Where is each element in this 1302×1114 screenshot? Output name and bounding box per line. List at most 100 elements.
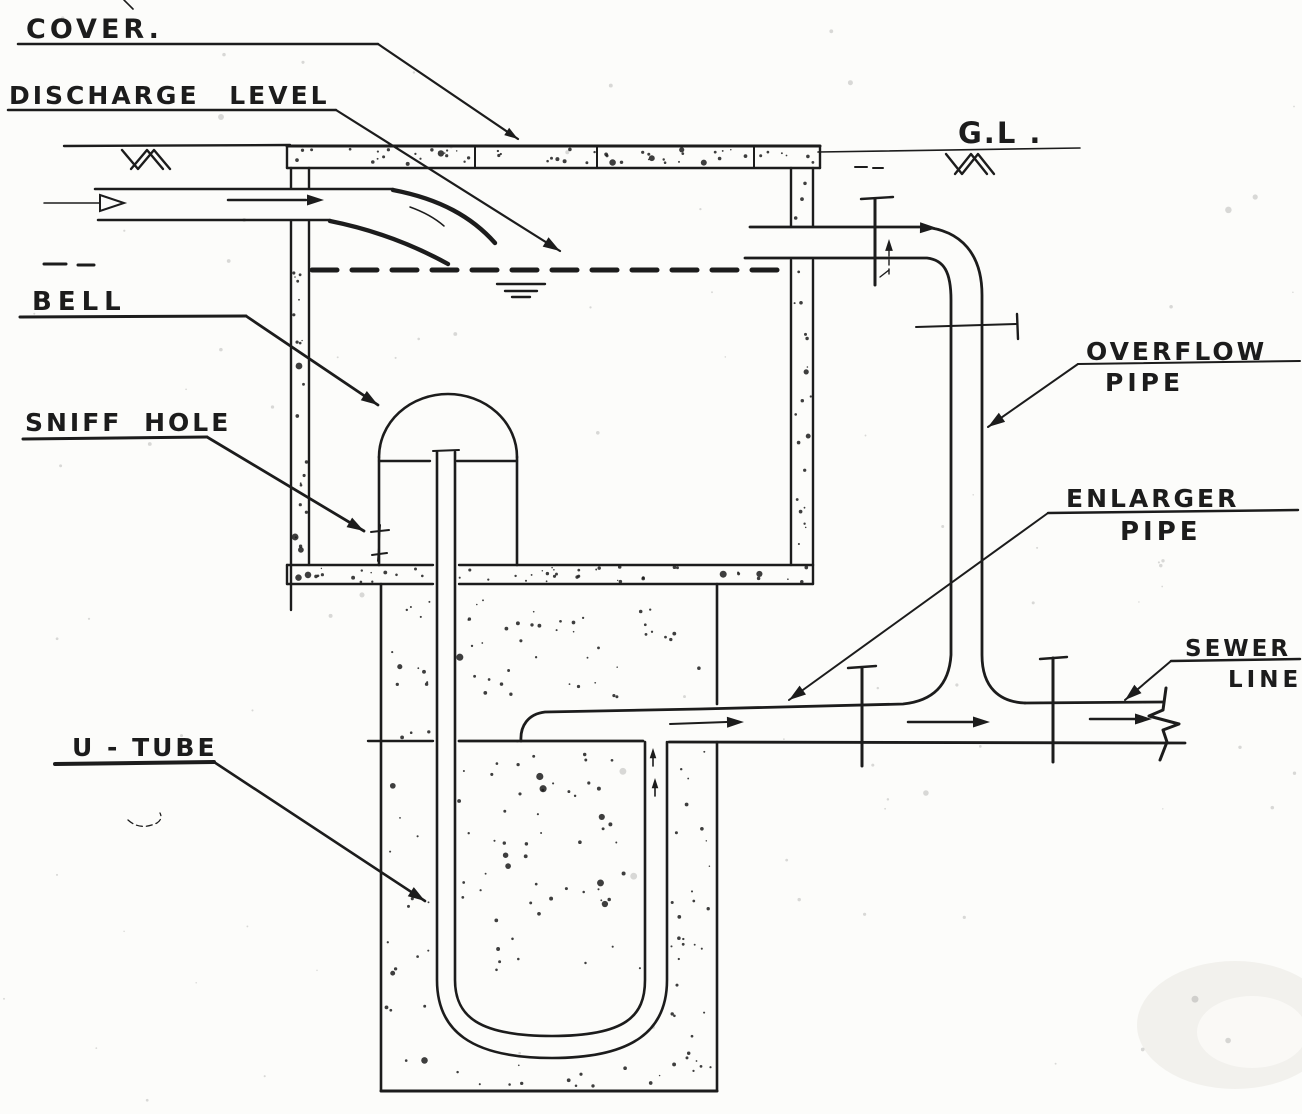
stipple-dot [426, 681, 429, 684]
stipple-dot [595, 568, 598, 571]
stipple-dot [686, 1051, 691, 1055]
stipple-dot [641, 150, 645, 154]
u-tube-flow-arrow-head-2 [651, 778, 659, 789]
overflow-joint-tick-cap [859, 195, 895, 201]
sniff-hole-leader [205, 435, 366, 533]
stipple-dot [246, 925, 249, 928]
stipple-dot [1191, 995, 1199, 1003]
stipple-dot [1292, 291, 1294, 293]
bell-label: BELL [32, 287, 127, 317]
discharge-level-arrowhead [542, 237, 560, 251]
stipple-dot [515, 621, 520, 626]
sewer-line-arrowhead [1125, 684, 1142, 700]
stipple-dot [270, 405, 275, 409]
stipple-dot [803, 369, 809, 375]
flow-arrow-3-head [1135, 713, 1152, 725]
stipple-dot [545, 571, 550, 576]
stipple-dot [793, 216, 798, 220]
stipple-dot [405, 161, 410, 166]
stipple-dot [391, 651, 394, 654]
stipple-dot [87, 617, 91, 620]
stipple-dot [565, 150, 570, 155]
stipple-dot [552, 782, 555, 785]
stipple-dot [461, 896, 465, 899]
stipple-dot [59, 464, 63, 468]
stipple-dot [582, 752, 587, 757]
stipple-dot [219, 347, 223, 352]
annotations: COVER. DISCHARGE LEVEL BELL SNIFF HOLE [6, 14, 1302, 903]
stipple-dot [499, 682, 504, 686]
stipple-dot [612, 694, 616, 698]
stipple-dot [295, 574, 302, 581]
stipple-dot [467, 617, 472, 621]
stipple-dot [623, 1066, 627, 1071]
sniff-hole-label: SNIFF HOLE [25, 408, 231, 437]
stipple-dot [484, 872, 487, 875]
stipple-dot [55, 637, 59, 641]
sniff-hole-marks [370, 524, 390, 562]
stipple-dot [785, 154, 788, 157]
stipple-dot [360, 569, 363, 572]
stipple-dot [532, 754, 536, 758]
sewer-line-underline [1169, 657, 1302, 663]
stipple-dot [672, 631, 677, 636]
stipple-dot [595, 430, 600, 435]
stipple-dot [672, 565, 677, 570]
stipple-dot [717, 156, 722, 161]
stipple-dot [955, 683, 959, 687]
stipple-dot [445, 149, 449, 152]
stipple-dot [487, 578, 490, 581]
stipple-dot [295, 414, 300, 418]
ground-left [62, 0, 292, 171]
stipple-dot [1036, 546, 1039, 549]
stipple-dot [555, 572, 558, 576]
stipple-dot [706, 907, 710, 911]
stipple-dot [302, 473, 306, 478]
stipple-dot [672, 1062, 677, 1067]
stipple-dot [389, 1008, 393, 1012]
stipple-dot [551, 566, 553, 569]
stipple-dot [470, 644, 474, 648]
pipe-bottom-line [457, 739, 1187, 745]
stipple-dot [1225, 206, 1232, 214]
stipple-dot [304, 460, 309, 464]
stipple-dot [382, 155, 386, 159]
stipple-dot [537, 623, 542, 628]
stipple-dot [534, 656, 538, 659]
stipple-dot [787, 578, 789, 581]
stipple-dot [617, 579, 619, 582]
stipple-dot [1031, 601, 1035, 605]
sewer-line-callout: SEWER LINE [1124, 636, 1302, 701]
stipple-dot [759, 154, 763, 158]
stipple-dot [690, 1034, 694, 1038]
stipple-dot [809, 395, 812, 398]
stipple-dot [195, 981, 197, 984]
stipple-dot [658, 1074, 661, 1077]
discharge-level-leader [334, 108, 562, 253]
stipple-dot [585, 161, 589, 165]
stipple-dot [647, 158, 650, 161]
stipple-dot [536, 813, 539, 816]
stipple-dot [496, 947, 501, 951]
stipple-dot [487, 678, 491, 681]
stipple-dot [923, 790, 929, 796]
stipple-dot [462, 881, 466, 884]
sewer-pipe-run [366, 225, 1187, 768]
stipple-dot [299, 483, 303, 487]
stipple-dot [800, 398, 805, 403]
stipple-dot [582, 890, 585, 894]
stipple-dot [647, 152, 651, 156]
stipple-dot [806, 366, 809, 368]
stipple-dot [804, 565, 809, 570]
stipple-dot [568, 683, 571, 685]
stipple-dot [479, 889, 482, 892]
stipple-dot [496, 149, 500, 153]
u-tube-underline [53, 760, 216, 766]
stipple-dot [414, 152, 417, 156]
stipple-dot [581, 616, 585, 620]
stipple-dot [516, 762, 520, 767]
stipple-dot [699, 1065, 703, 1068]
enlarger-pipe-underline [1046, 508, 1300, 515]
overflow-pipe-arrowhead [988, 412, 1006, 427]
stipple-dot [504, 626, 509, 631]
